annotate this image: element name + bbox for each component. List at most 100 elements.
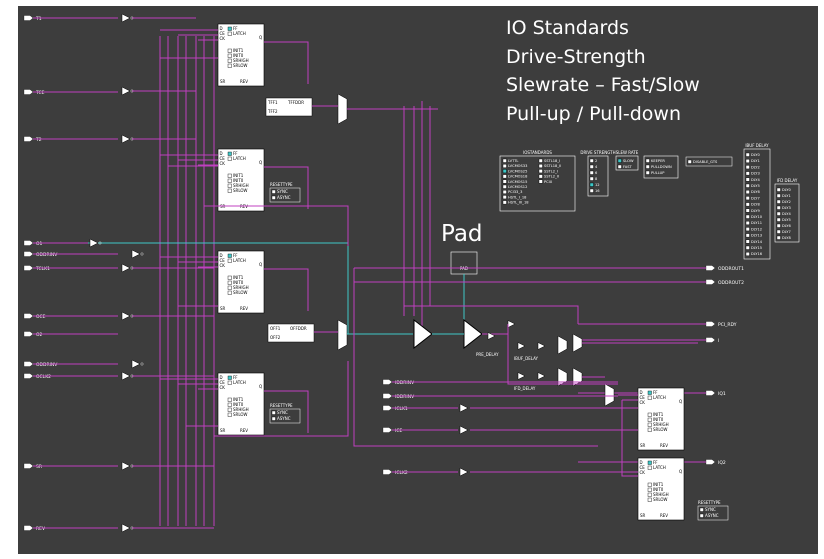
reset-type-opt: ASYNC [705, 513, 719, 518]
ff-init-label: INIT1 [233, 48, 244, 53]
checkbox-icon [502, 169, 507, 174]
ibuf-delay-opt: DLY5 [751, 184, 760, 188]
checkbox-icon [227, 258, 232, 263]
checkbox-icon [589, 188, 594, 193]
io-standard-opt: SSTL2_II [544, 175, 559, 179]
delay-buffer-icon [487, 332, 496, 340]
reset-type-frame [269, 408, 301, 424]
option-box-frame [643, 155, 679, 179]
port-label: ICLK1 [395, 406, 408, 412]
checkbox-icon [776, 187, 781, 192]
reset-type-opt: SYNC [705, 507, 716, 512]
ff-init-label: SRHIGH [233, 58, 249, 63]
ibuf-delay-opt: DLY15 [751, 246, 762, 250]
reset-type-title: RESETTYPE [270, 403, 293, 408]
ibuf-delay-opt: DLY11 [751, 221, 762, 225]
ff-pin-label: D [640, 390, 643, 395]
checkbox-icon [227, 63, 232, 68]
delay-label: PRE_DELAY [476, 352, 499, 357]
disable-gts-box: DISABLE_GTS [685, 156, 733, 167]
ff-opt-label: LATCH [653, 465, 666, 470]
checkbox-icon [776, 199, 781, 204]
io-standard-opt: PCI33_3 [508, 190, 522, 194]
port-icon [382, 427, 393, 433]
port-group: ODDROUT1 [705, 265, 744, 272]
ff-init-label: SRHIGH [653, 492, 669, 497]
delay-buffer-icon [517, 342, 526, 350]
io-standard-opt: LVCMOS18 [508, 175, 528, 179]
io-schematic: T1TCET2O1ODDRINVTCLK1OCEO2ODDRINVOCLK2SR… [23, 13, 800, 533]
checkbox-icon [538, 158, 543, 163]
input-buffer-icon [121, 134, 131, 144]
checkbox-icon [776, 211, 781, 216]
ifd-delay-opt: DLY4 [782, 212, 791, 216]
input-buffer-icon [131, 249, 141, 259]
pad-label: Pad [441, 221, 483, 247]
io-standard-opt: LVCMOS25 [508, 169, 527, 173]
ibuf-delay-opt: DLY9 [751, 209, 760, 213]
input-buffer-icon [459, 425, 469, 435]
ff-footer-label: SR [640, 513, 646, 518]
ff-footer-label: SR [220, 79, 226, 84]
ff-init-label: INIT1 [653, 412, 664, 417]
ff-out-label: Q [259, 160, 262, 165]
ff-block-body [217, 23, 265, 87]
drive-strength-opt: 6 [595, 171, 598, 175]
keeper-opt: PULLDOWN [651, 165, 672, 169]
ff-footer-label: SR [220, 306, 226, 311]
delay-buffer-icon [517, 372, 526, 380]
reset-type-opt: ASYNC [277, 195, 291, 200]
ifd-delay-box: IFD DELAYDLY0DLY1DLY2DLY3DLY4DLY5DLY6DLY… [774, 178, 800, 243]
ibuf-delay-opt: DLY2 [751, 165, 760, 169]
port-label: T2 [35, 137, 42, 143]
ff-block-body [217, 372, 265, 436]
ibuf-delay-opt: DLY7 [751, 196, 760, 200]
ff-init-label: SRLOW [233, 188, 248, 193]
checkbox-icon [647, 465, 652, 470]
ff-opt-label: LATCH [653, 395, 666, 400]
io-standard-opt: LVCMOS15 [508, 180, 527, 184]
ff-out-label: Q [679, 399, 682, 404]
io-standard-opt: LVCMOS33 [508, 164, 527, 168]
ff-block-body [217, 250, 265, 314]
ff-opt-label: FF [653, 390, 658, 395]
ibuf-delay-opt: DLY3 [751, 172, 760, 176]
inverter-bubble-icon [140, 362, 144, 366]
checkbox-icon [745, 189, 750, 194]
port-icon [23, 89, 34, 95]
ff-init-label: SRHIGH [233, 407, 249, 412]
ff-pin-label: D [220, 151, 223, 156]
checkbox-icon [227, 397, 232, 402]
delay-mux-icon [557, 367, 568, 387]
port-icon [705, 265, 716, 271]
checkbox-icon [776, 229, 781, 234]
checkbox-icon [647, 427, 652, 432]
ff-pin-label: CE [220, 31, 226, 36]
pad-box: PAD [450, 251, 478, 275]
annotation-drive-strength: Drive-Strength [506, 45, 646, 68]
checkbox-icon [589, 182, 594, 187]
checkbox-icon [271, 410, 276, 415]
port-group: ODDRINV [23, 361, 58, 368]
port-label: SR [36, 464, 42, 470]
checkbox-icon [776, 235, 781, 240]
checkbox-icon [589, 158, 594, 163]
input-buffer-icon [121, 86, 131, 96]
ibuf-delay-opt: DLY13 [751, 234, 762, 238]
wire [204, 205, 349, 246]
annotation-io-standards: IO Standards [506, 17, 629, 39]
ibuf-delay-opt: DLY8 [751, 203, 760, 207]
port-label: OCE [36, 314, 46, 320]
port-group: TCE [23, 89, 45, 96]
checkbox-icon [647, 492, 652, 497]
delay-buffer-icon [537, 372, 546, 380]
option-box-frame [499, 155, 576, 212]
ff-init-label: INIT0 [653, 417, 664, 422]
delay-buffer-icon [507, 320, 516, 328]
checkbox-icon [647, 422, 652, 427]
ff-opt-label: FF [233, 253, 238, 258]
